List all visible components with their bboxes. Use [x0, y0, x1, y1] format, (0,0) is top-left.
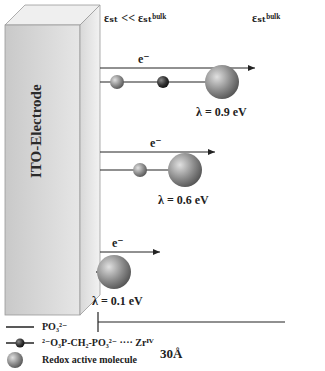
phosphonate [133, 163, 147, 177]
legend-line-sample [6, 326, 34, 328]
electrode-label: ITO-Electrode [28, 84, 45, 178]
electrode-front [5, 25, 80, 315]
zirconium [157, 76, 169, 88]
redox-molecule [97, 255, 131, 289]
reorganization-energy: λ = 0.6 eV [158, 194, 209, 207]
dielectric-label: εₛₜᵇᵘˡᵏ [252, 12, 280, 25]
electrode-side [80, 5, 100, 315]
legend-text: ²⁻O₃P-CH₂-PO₃²⁻ ···· Zrᴵⱽ [42, 337, 154, 348]
legend-sphere-sample [7, 352, 23, 368]
phosphonate [110, 75, 124, 89]
legend-text: PO₃²⁻ [42, 321, 67, 332]
redox-molecule [168, 153, 202, 187]
electron-label: e⁻ [138, 53, 150, 66]
electron-arrow [100, 152, 215, 153]
dielectric-label: εₛₜ << εₛₜᵇᵘˡᵏ [104, 12, 166, 25]
scale-label: 30Å [160, 347, 182, 361]
reorganization-energy: λ = 0.9 eV [196, 106, 247, 119]
electron-arrow [100, 252, 160, 253]
redox-molecule [205, 65, 239, 99]
legend-text: Redox active molecule [42, 354, 137, 365]
electron-label: e⁻ [150, 137, 162, 150]
electron-label: e⁻ [112, 237, 124, 250]
scale-bar [98, 321, 285, 322]
reorganization-energy: λ = 0.1 eV [92, 295, 143, 308]
legend-zr-sample [16, 339, 25, 348]
